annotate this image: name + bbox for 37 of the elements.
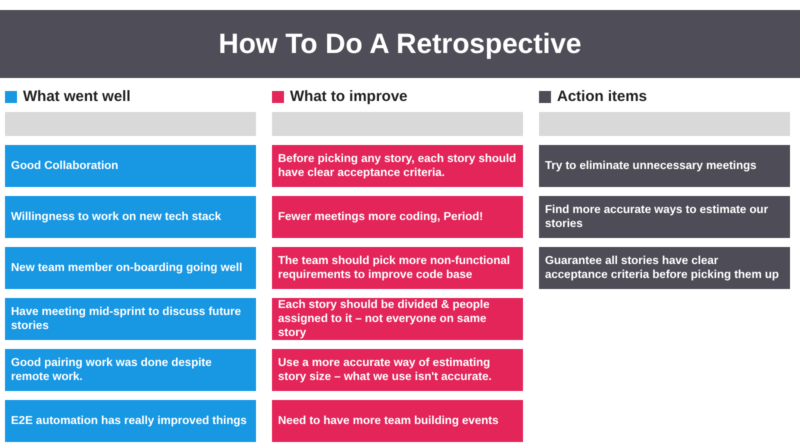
note-card [5,247,256,289]
note-card [272,349,523,391]
note-card [272,145,523,187]
placeholder-bar [539,112,790,136]
note-card [272,298,523,340]
note-card [5,145,256,187]
note-card [272,247,523,289]
placeholder-bar [5,112,256,136]
card-text: Each story should be divided & people assigned to it – not everyone on same story [278,298,491,340]
card-text: Find more accurate ways to estimate our stories [545,203,770,231]
column-heading: Action items [557,86,648,107]
card-text: The team should pick more non-functional requirements to improve code base [278,254,511,282]
card-text: Try to eliminate unnecessary meetings [545,159,758,173]
note-card [539,145,790,187]
card-text: New team member on-boarding going well [11,261,244,275]
card-text: E2E automation has really improved things [11,414,248,428]
note-card [5,298,256,340]
card-text: Good pairing work was done despite remote work. [11,356,213,384]
column-heading: What went well [23,86,131,107]
note-card [5,196,256,238]
note-card [5,349,256,391]
card-text: Fewer meetings more coding, Period! [278,210,484,224]
note-card [272,196,523,238]
card-text: Have meeting mid-sprint to discuss future stories [11,305,242,333]
note-card [539,247,790,289]
placeholder-bar [272,112,523,136]
note-card [539,196,790,238]
title-banner: How To Do A Retrospective [0,10,800,78]
card-text: Need to have more team building events [278,414,500,428]
card-text: Use a more accurate way of estimating story size – what we use isn't accurate. [278,356,493,384]
card-text: Before picking any story, each story should have clear acceptance criteria. [278,152,517,180]
note-card [272,400,523,442]
card-text: Willingness to work on new tech stack [11,210,222,224]
column-heading: What to improve [290,86,408,107]
note-card [5,400,256,442]
card-text: Good Collaboration [11,159,120,173]
card-text: Guarantee all stories have clear acceptance criteria before picking them up [545,254,780,282]
